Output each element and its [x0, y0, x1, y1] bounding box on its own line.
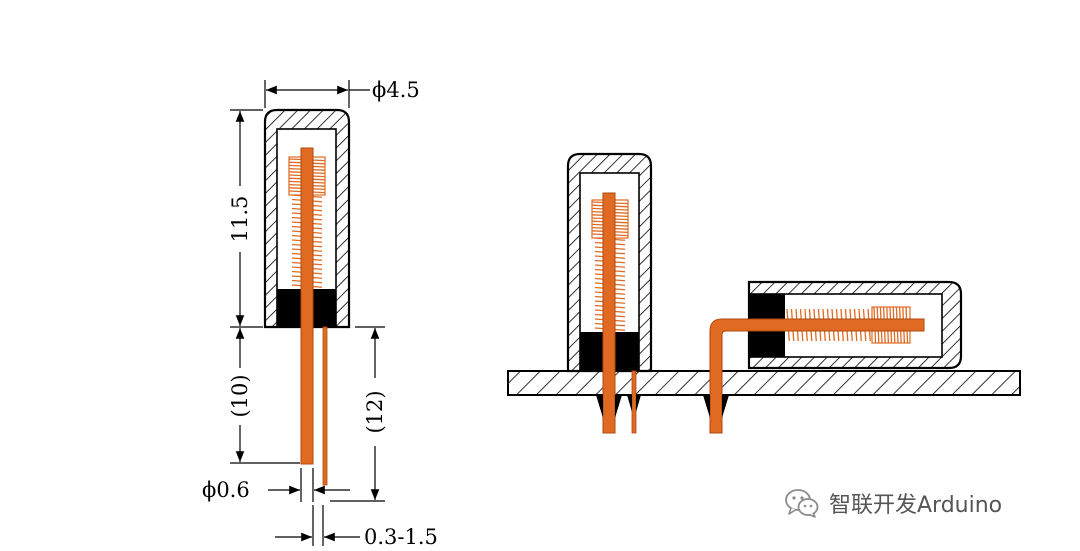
solder-joint: [722, 395, 729, 418]
watermark: 智联开发Arduino: [785, 487, 1002, 519]
vertical-switch: [566, 152, 653, 434]
solder-joint: [636, 395, 641, 412]
dim-height: 11.5: [228, 109, 263, 328]
dim-pin-diameter-label: ϕ0.6: [202, 478, 250, 502]
dim-short-lead-label: (10): [228, 374, 252, 417]
dim-long-lead: (12): [330, 326, 387, 502]
watermark-text: 智联开发Arduino: [829, 493, 1003, 518]
solder-joint: [703, 395, 710, 418]
dim-height-label: 11.5: [228, 196, 252, 243]
dim-width-label: ϕ4.5: [372, 78, 420, 102]
horizontal-switch: [703, 280, 963, 434]
left-side-lead: [322, 326, 328, 486]
dim-long-lead-label: (12): [363, 390, 387, 433]
vertical-center-pin: [602, 192, 616, 434]
dim-short-lead: (10): [228, 328, 300, 464]
solder-joint: [596, 395, 603, 418]
vertical-side-lead: [631, 370, 637, 434]
dimensioned-switch: ϕ4.5 11.5 (10) (12): [202, 78, 438, 549]
pcb-board: [507, 370, 1021, 396]
left-center-pin: [300, 147, 314, 465]
mounting-illustration: [507, 152, 1021, 434]
solder-joint: [615, 395, 622, 418]
dim-gap-label: 0.3-1.5: [364, 525, 438, 549]
dim-width: ϕ4.5: [264, 78, 420, 108]
wechat-icon: [785, 489, 819, 518]
horizontal-bent-pin: [709, 318, 925, 434]
dim-pin-diameter: ϕ0.6: [202, 468, 350, 502]
solder-joint: [627, 395, 632, 412]
dim-gap: 0.3-1.5: [275, 505, 438, 549]
